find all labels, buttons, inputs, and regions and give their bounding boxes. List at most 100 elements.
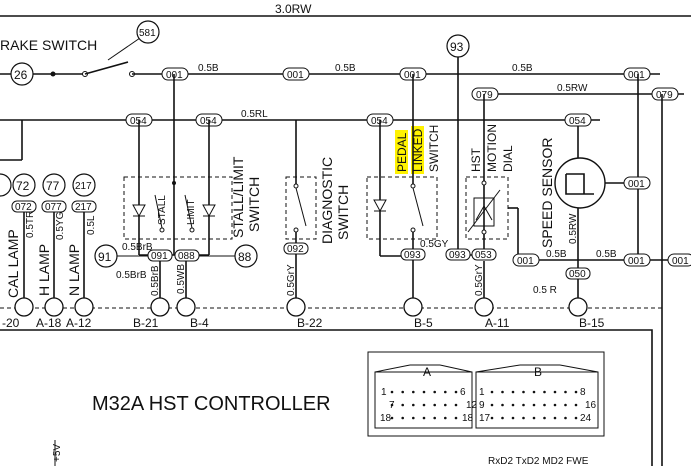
svg-text:12: 12 (466, 400, 478, 411)
svg-text:18: 18 (462, 413, 474, 424)
pin-circle-b5 (403, 297, 423, 317)
svg-text:88: 88 (238, 250, 252, 264)
svg-text:0.5B: 0.5B (596, 249, 617, 260)
svg-text:N LAMP: N LAMP (66, 244, 82, 296)
svg-text:0.5WB: 0.5WB (176, 264, 187, 294)
svg-text:072: 072 (15, 202, 32, 213)
tag-093-a (400, 248, 426, 261)
tag-079-b (651, 87, 679, 101)
svg-text:0.5TR: 0.5TR (25, 211, 36, 238)
connector-pin (490, 416, 494, 420)
connector-pin (511, 403, 515, 407)
callout-72 (12, 173, 36, 197)
svg-text:16: 16 (585, 400, 597, 411)
connector-pin (412, 416, 415, 420)
svg-text:8: 8 (580, 387, 586, 398)
svg-text:001: 001 (517, 256, 534, 267)
tag-001-d (623, 67, 651, 81)
svg-text:053: 053 (475, 250, 492, 261)
connector-pin (522, 416, 525, 420)
controller-title: M32A HST CONTROLLER (92, 393, 331, 415)
pin-circle-b15 (568, 297, 588, 317)
connector-pin (444, 403, 447, 407)
connector-pin (574, 403, 578, 407)
svg-text:079: 079 (656, 90, 673, 101)
connector-pin (454, 416, 458, 420)
tag-001-b (282, 67, 310, 81)
connector-pin (454, 403, 458, 407)
connector-pin (433, 403, 437, 407)
connector-pin (501, 416, 504, 420)
svg-text:SPEED SENSOR: SPEED SENSOR (539, 138, 555, 248)
connector-pin (433, 416, 437, 420)
connector-pin (501, 390, 504, 394)
svg-text:+5V: +5V (52, 444, 63, 462)
svg-text:18: 18 (380, 413, 392, 424)
connector-pin (574, 416, 578, 420)
svg-text:0.5BrB: 0.5BrB (150, 265, 161, 296)
svg-text:0.5B: 0.5B (198, 63, 219, 74)
pin-circle-b22 (286, 297, 306, 317)
connector-pin (454, 390, 458, 394)
connector-pin (543, 416, 546, 420)
svg-text:093: 093 (449, 250, 466, 261)
pin-circle-a11 (474, 297, 494, 317)
svg-text:A: A (423, 365, 431, 379)
connector-pin (412, 403, 415, 407)
svg-text:217: 217 (75, 202, 92, 213)
svg-text:A-12: A-12 (66, 316, 92, 330)
connector-pin (511, 390, 515, 394)
svg-text:0.5 R: 0.5 R (533, 285, 557, 296)
callout-26-text: 26 (14, 68, 28, 82)
connector-a (374, 371, 473, 429)
connector-pin (522, 403, 525, 407)
connector-housing (367, 351, 605, 437)
connector-pin (433, 390, 437, 394)
pin-circle-a12 (74, 297, 94, 317)
connector-pin (564, 416, 567, 420)
highlight-pedal (395, 130, 408, 174)
svg-text:001: 001 (628, 179, 645, 190)
svg-text:0.5GY: 0.5GY (420, 239, 449, 250)
connector-pins: -20 A-18 A-12 B-21 B-4 B-22 B-5 A-11 B-1… (0, 297, 662, 330)
svg-text:LINKED: LINKED (411, 128, 425, 172)
svg-text:001: 001 (628, 70, 645, 81)
callout-581 (136, 20, 160, 44)
svg-text:217: 217 (75, 181, 92, 192)
svg-text:LIMIT: LIMIT (186, 199, 197, 225)
connector-pin (501, 403, 504, 407)
diagnostic-switch: 092 0.5GrY DIAGNOSTIC SWITCH (283, 120, 351, 300)
callout-581-text: 581 (139, 28, 156, 39)
svg-text:001: 001 (287, 70, 304, 81)
svg-text:0.5BrB: 0.5BrB (116, 270, 147, 281)
connector-b (475, 371, 599, 429)
svg-text:HST: HST (469, 147, 483, 172)
pedal-linked-switch: PEDAL LINKED SWITCH 093 0.5GY (366, 74, 449, 300)
svg-text:093: 093 (404, 250, 421, 261)
svg-text:0.5B: 0.5B (335, 63, 356, 74)
svg-text:A-18: A-18 (36, 316, 62, 330)
brake-switch: RAKE SWITCH 581 26 (0, 20, 160, 86)
svg-text:B: B (534, 365, 542, 379)
svg-text:17: 17 (479, 413, 491, 424)
svg-text:0.5RW: 0.5RW (557, 83, 588, 94)
svg-text:9: 9 (479, 400, 485, 411)
svg-text:054: 054 (569, 116, 586, 127)
top-wire-label: 3.0RW (275, 2, 312, 16)
callout-217 (72, 173, 96, 197)
svg-text:0.5YG: 0.5YG (55, 211, 66, 240)
svg-text:092: 092 (287, 244, 304, 255)
hst-motion-dial: HST MOTION DIAL 093 053 0.5GrY (445, 124, 519, 300)
connector-pin-dots (390, 390, 578, 420)
svg-text:SWITCH: SWITCH (427, 125, 441, 172)
svg-text:PEDAL: PEDAL (395, 132, 409, 172)
svg-text:0.5RW: 0.5RW (568, 213, 579, 244)
connector-pin (532, 390, 536, 394)
connector-pin (553, 403, 557, 407)
bus-05rw: 079 0.5RW 079 (471, 74, 684, 260)
connector-pin (401, 403, 405, 407)
svg-text:H LAMP: H LAMP (36, 244, 52, 296)
connector-pin (564, 403, 567, 407)
connector-pin (532, 416, 536, 420)
connector-pin (390, 416, 394, 420)
